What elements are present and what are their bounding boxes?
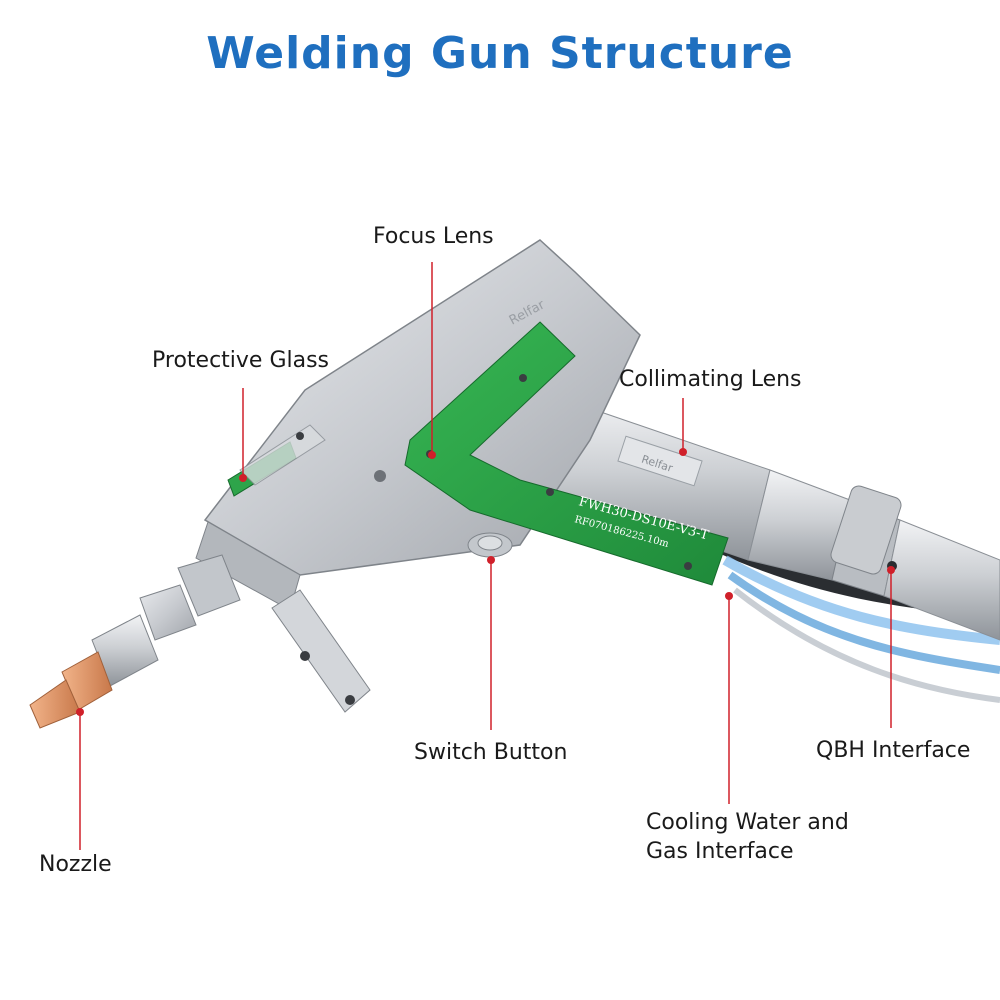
screw (296, 432, 304, 440)
label-focus-lens: Focus Lens (373, 224, 494, 249)
pointer-cooling-interface-dot (725, 592, 733, 600)
qbh-connector (830, 485, 902, 575)
pointer-switch-button-dot (487, 556, 495, 564)
label-switch-button: Switch Button (414, 740, 568, 765)
pointer-lines (76, 262, 895, 850)
nozzle-assembly (29, 554, 241, 729)
pointer-collimating-lens-dot (679, 448, 687, 456)
label-cooling-line2: Gas Interface (646, 839, 794, 864)
label-protective-glass: Protective Glass (152, 348, 330, 373)
label-nozzle: Nozzle (39, 852, 112, 877)
pointer-protective-glass-dot (239, 474, 247, 482)
label-collimating-lens: Collimating Lens (619, 367, 802, 392)
label-cooling-water-gas-interface: Cooling Water and Gas Interface (646, 808, 849, 866)
pointer-nozzle-dot (76, 708, 84, 716)
pointer-qbh-interface-dot (887, 566, 895, 574)
gun-body: Relfar (195, 239, 641, 611)
handle-bracket (271, 589, 371, 713)
pointer-focus-lens-dot (428, 451, 436, 459)
label-cooling-line1: Cooling Water and (646, 810, 849, 835)
protective-glass-window (227, 424, 326, 497)
page-title: Welding Gun Structure (206, 28, 794, 79)
screw (374, 470, 386, 482)
switch-button (467, 532, 513, 558)
label-qbh-interface: QBH Interface (816, 738, 971, 763)
